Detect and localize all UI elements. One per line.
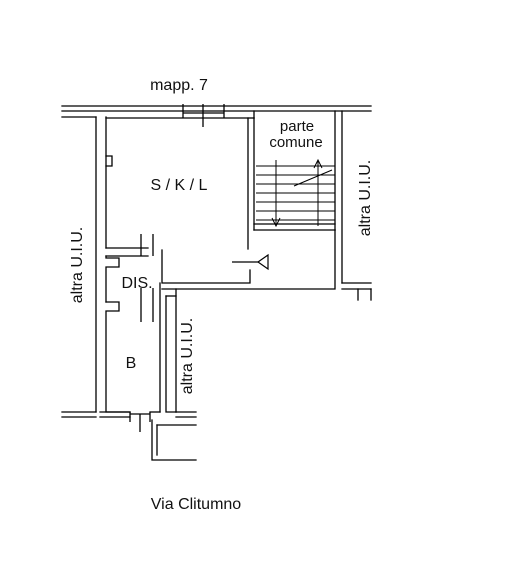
neighbor-label-center: altra U.I.U.: [179, 318, 196, 394]
common-area-label-line2: comune: [269, 134, 322, 151]
neighbor-label-right: altra U.I.U.: [357, 160, 374, 236]
room-label-bagno: B: [126, 355, 137, 372]
neighbor-label-left: altra U.I.U.: [69, 227, 86, 303]
street-label: Via Clitumno: [151, 496, 242, 513]
entrance-arrow-icon: [232, 253, 269, 271]
common-area-label-line1: parte: [280, 118, 314, 135]
staircase: [256, 158, 335, 228]
walls: [61, 105, 372, 461]
room-label-dis: DIS.: [121, 275, 152, 292]
room-label-skl: S / K / L: [151, 177, 208, 194]
openings: [129, 104, 225, 432]
parcel-label: mapp. 7: [150, 77, 208, 94]
